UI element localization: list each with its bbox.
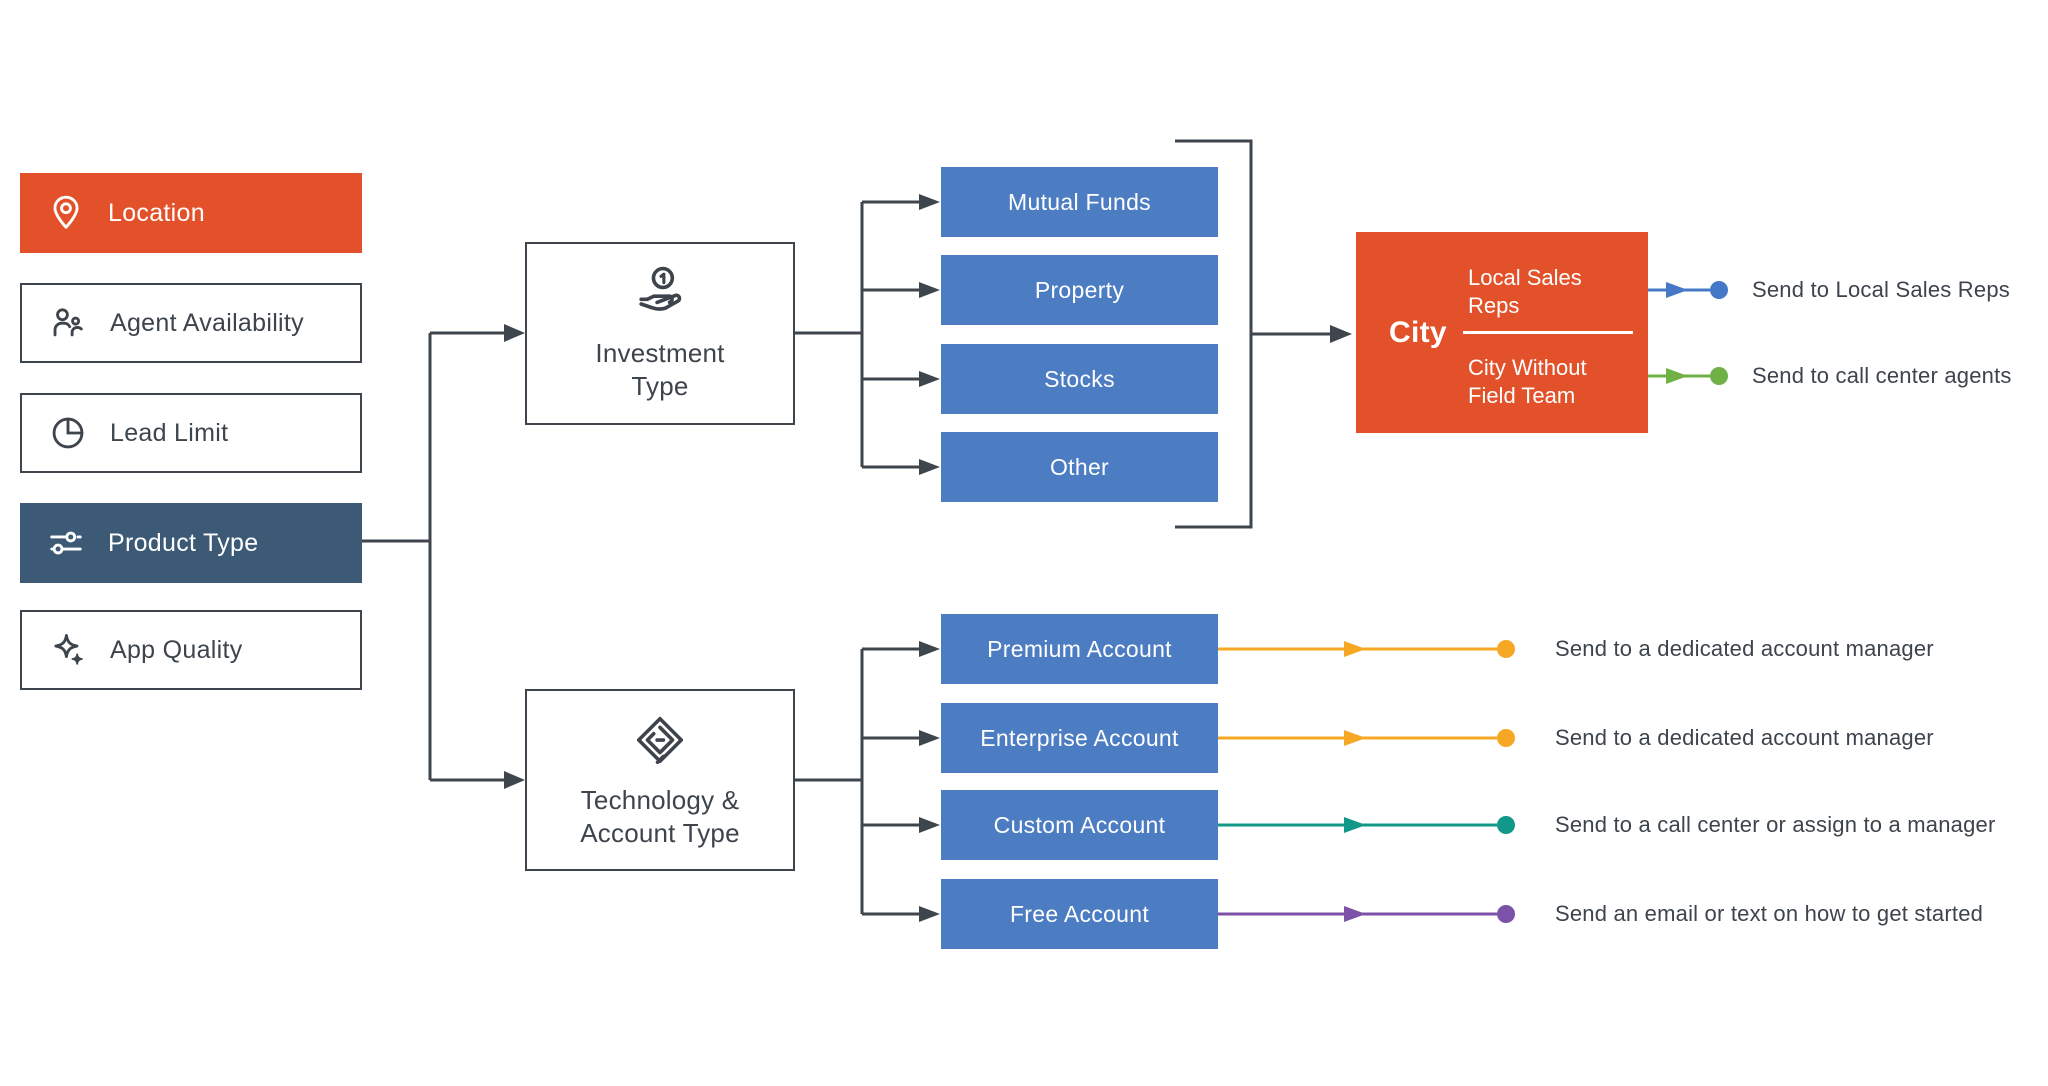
arrow-head (919, 641, 940, 657)
users-icon (49, 304, 87, 342)
stage-investment-type: Investment Type (525, 242, 795, 425)
route-endpoint-dot (1497, 905, 1515, 923)
outcome-send-local-sales-reps: Send to Local Sales Reps (1752, 277, 2010, 302)
route-endpoint-dot (1497, 816, 1515, 834)
location-pin-icon (47, 194, 85, 232)
route-endpoint-dot (1710, 281, 1728, 299)
option-label: Custom Account (993, 811, 1166, 838)
sidebar-item-lead-limit: Lead Limit (20, 393, 362, 473)
sliders-icon (47, 524, 85, 562)
pie-chart-icon (49, 414, 87, 452)
sidebar-item-label: Product Type (108, 528, 259, 557)
route-local-sales-reps (1648, 281, 1728, 299)
city-option-without-field-team: City Without Field Team (1468, 355, 1587, 408)
route-endpoint-dot (1497, 640, 1515, 658)
option-label: Enterprise Account (980, 724, 1179, 751)
coin-hand-icon (631, 264, 689, 322)
route-endpoint-dot (1497, 729, 1515, 747)
city-option-local-sales-reps: Local Sales Reps (1468, 265, 1582, 318)
arrow-head (919, 282, 940, 298)
arrow-head (504, 771, 525, 789)
outcome-premium-route: Send to a dedicated account manager (1555, 636, 1934, 661)
option-free-account: Free Account (941, 879, 1218, 949)
sidebar-item-product-type: Product Type (20, 503, 362, 583)
option-mutual-funds: Mutual Funds (941, 167, 1218, 237)
option-label: Property (1034, 276, 1125, 303)
route-custom-account (1218, 816, 1515, 834)
option-label: Stocks (1044, 365, 1115, 392)
connector-investment-branches (862, 200, 921, 469)
arrow-head (1344, 730, 1366, 746)
route-call-center-agents (1648, 367, 1728, 385)
outcome-free-route: Send an email or text on how to get star… (1555, 901, 1984, 926)
option-other: Other (941, 432, 1218, 502)
city-label: City (1389, 315, 1447, 349)
stage-label: Investment Type (595, 338, 725, 401)
sidebar-item-location: Location (20, 173, 362, 253)
route-enterprise-account (1218, 729, 1515, 747)
sidebar-item-agent-availability: Agent Availability (20, 283, 362, 363)
diamond-code-icon (631, 711, 689, 769)
sidebar-item-label: App Quality (110, 635, 243, 664)
arrow-head (1330, 325, 1352, 343)
city-decision-box: City Local Sales Reps City Without Field… (1356, 232, 1648, 433)
option-label: Premium Account (987, 635, 1172, 662)
route-premium-account (1218, 640, 1515, 658)
sidebar-item-app-quality: App Quality (20, 610, 362, 690)
sidebar-item-label: Location (108, 198, 205, 227)
outcome-send-call-center-agents: Send to call center agents (1752, 363, 2012, 388)
option-property: Property (941, 255, 1218, 325)
sparkles-icon (49, 631, 87, 669)
option-custom-account: Custom Account (941, 790, 1218, 860)
option-stocks: Stocks (941, 344, 1218, 414)
arrow-head (1666, 282, 1688, 298)
stage-technology-account-type: Technology & Account Type (525, 689, 795, 871)
option-premium-account: Premium Account (941, 614, 1218, 684)
outcome-custom-route: Send to a call center or assign to a man… (1555, 812, 1996, 837)
sidebar-item-label: Lead Limit (110, 418, 229, 447)
connector-technology-branches (862, 647, 921, 916)
arrow-head (504, 324, 525, 342)
arrow-head (1344, 906, 1366, 922)
arrow-head (919, 817, 940, 833)
option-label: Other (1049, 453, 1110, 480)
outcome-enterprise-route: Send to a dedicated account manager (1555, 725, 1934, 750)
arrow-head (919, 194, 940, 210)
arrow-head (919, 906, 940, 922)
option-label: Free Account (1009, 900, 1150, 927)
city-options-divider (1463, 331, 1633, 334)
arrow-head (1344, 817, 1366, 833)
option-enterprise-account: Enterprise Account (941, 703, 1218, 773)
sidebar-item-label: Agent Availability (110, 308, 304, 337)
stage-label: Technology & Account Type (580, 784, 740, 848)
arrow-head (1666, 368, 1688, 384)
arrow-head (919, 730, 940, 746)
route-free-account (1218, 905, 1515, 923)
arrow-head (919, 459, 940, 475)
option-label: Mutual Funds (1008, 188, 1151, 215)
arrow-head (919, 371, 940, 387)
route-endpoint-dot (1710, 367, 1728, 385)
arrow-head (1344, 641, 1366, 657)
